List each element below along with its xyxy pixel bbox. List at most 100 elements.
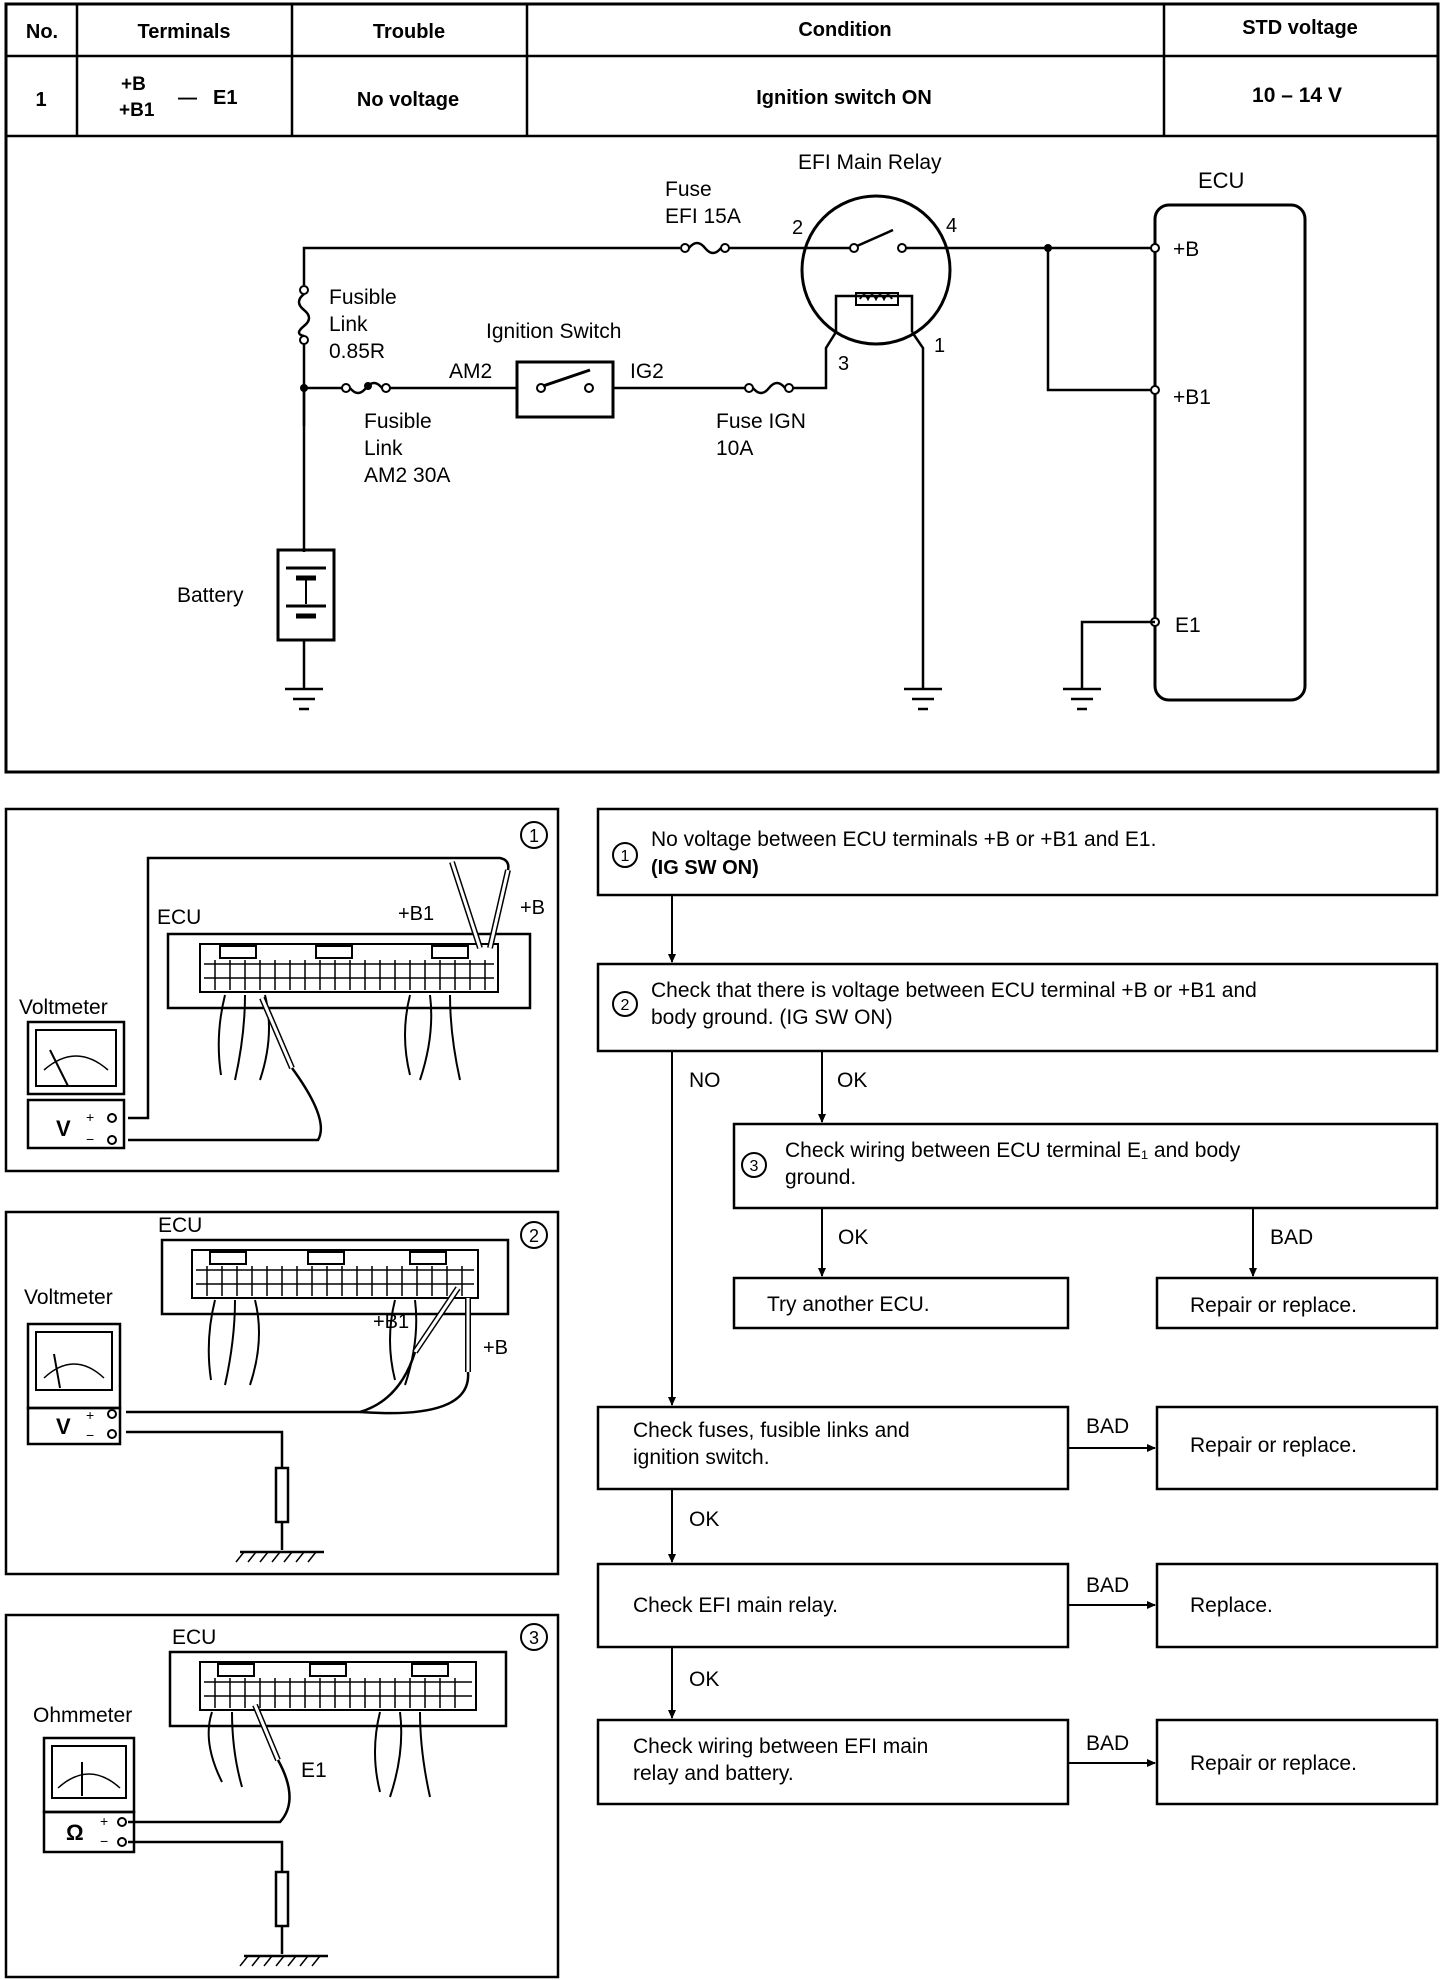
panel-2-plus: +: [86, 1407, 94, 1423]
flow-relay: Check EFI main relay.: [633, 1594, 838, 1617]
header-std-voltage: STD voltage: [1242, 17, 1358, 39]
flow-bad-label-1: BAD: [1270, 1226, 1313, 1249]
fusible-link-1-l2: Link: [329, 313, 368, 336]
panel-2-ecu-label: ECU: [158, 1214, 202, 1237]
flow-repair-box-3: [1155, 1718, 1439, 1806]
flow-ok-label-1: OK: [837, 1069, 867, 1092]
panel-1-b1-label: +B1: [398, 903, 434, 925]
flow-step-3-line-1: Check wiring between ECU terminal E₁ and…: [785, 1139, 1241, 1162]
spec-table: No. Terminals Trouble Condition STD volt…: [4, 2, 1440, 774]
fusible-link-2-l3: AM2 30A: [364, 464, 450, 487]
ecu-terminal-b1: +B1: [1173, 386, 1211, 409]
flow-fuses-line-1: Check fuses, fusible links and: [633, 1419, 910, 1442]
wiring-diagram: Fuse EFI 15A EFI Main Relay 2 4 3 1 ECU …: [177, 151, 1307, 711]
flow-wiring-line-2: relay and battery.: [633, 1762, 794, 1785]
fusible-link-1-l1: Fusible: [329, 286, 397, 309]
illustration-panel-2: 2 ECU +B1 +B Voltmeter V + −: [4, 1210, 560, 1576]
panel-1-number: 1: [529, 826, 539, 846]
relay-title: EFI Main Relay: [798, 151, 942, 174]
flow-step-1-line-2: (IG SW ON): [651, 857, 759, 879]
flow-bad-label-3: BAD: [1086, 1574, 1129, 1597]
flow-repair-3: Repair or replace.: [1190, 1752, 1357, 1775]
flow-bad-label-4: BAD: [1086, 1732, 1129, 1755]
panel-2-meter-label: Voltmeter: [24, 1286, 113, 1309]
flow-bad-label-2: BAD: [1086, 1415, 1129, 1438]
ignition-switch-symbol: [515, 360, 615, 419]
troubleshooting-flowchart: 1 No voltage between ECU terminals +B or…: [596, 807, 1439, 1806]
ignition-switch-label: Ignition Switch: [486, 320, 621, 343]
flow-step-2-box: [596, 962, 1439, 1053]
panel-2-b-label: +B: [483, 1337, 508, 1359]
flow-ok-label-4: OK: [689, 1668, 719, 1691]
panel-1-minus: −: [86, 1131, 94, 1147]
fuse-ign-symbol: [744, 381, 794, 395]
panel-2-minus: −: [86, 1427, 94, 1443]
panel-3-e1-label: E1: [301, 1759, 327, 1782]
flow-step-3-number: 3: [750, 1158, 759, 1175]
ecu-terminal-e1: E1: [1175, 614, 1201, 637]
flow-replace-box: [1155, 1562, 1439, 1649]
panel-3-ecu-label: ECU: [172, 1626, 216, 1649]
flow-step-2-number: 2: [621, 997, 630, 1014]
panel-1-meter-label: Voltmeter: [19, 996, 108, 1019]
fusible-link-am2-symbol: [341, 381, 391, 395]
fuse-ign-l2: 10A: [716, 437, 753, 460]
flow-step-1-line-1: No voltage between ECU terminals +B or +…: [651, 828, 1156, 851]
fuse-ign-l1: Fuse IGN: [716, 410, 806, 433]
relay-pin-1: 1: [934, 335, 945, 357]
fusible-link-1-l3: 0.85R: [329, 340, 385, 363]
fuse-efi-label: Fuse: [665, 178, 712, 201]
fusible-link-2-l1: Fusible: [364, 410, 432, 433]
panel-2-meter-symbol: V: [56, 1414, 71, 1439]
illustration-panel-3: 3 ECU E1 Ohmmeter Ω + −: [4, 1613, 560, 1979]
efi-main-relay-symbol: [800, 194, 952, 346]
header-trouble: Trouble: [373, 21, 445, 43]
panel-3-plus: +: [100, 1813, 108, 1829]
relay-pin-4: 4: [946, 215, 957, 237]
panel-3-meter-symbol: Ω: [66, 1820, 84, 1845]
battery-symbol: [276, 548, 336, 642]
relay-pin-3: 3: [838, 353, 849, 375]
row-terminal-dash: —: [178, 88, 197, 109]
flow-repair-2: Repair or replace.: [1190, 1434, 1357, 1457]
flow-step-2-line-2: body ground. (IG SW ON): [651, 1006, 893, 1029]
fusible-link-2-l2: Link: [364, 437, 403, 460]
row-condition: Ignition switch ON: [756, 87, 932, 109]
row-terminal-b: +B: [121, 74, 146, 95]
row-trouble: No voltage: [357, 89, 459, 111]
flow-no-label: NO: [689, 1069, 721, 1092]
panel-1-b-label: +B: [520, 897, 545, 919]
flow-ok-label-3: OK: [689, 1508, 719, 1531]
row-std-voltage: 10 – 14 V: [1252, 84, 1342, 107]
row-terminal-e1: E1: [213, 87, 237, 109]
flow-try-ecu-box: [732, 1276, 1070, 1330]
fusible-link-085r-symbol: [297, 285, 311, 345]
flow-step-1-number: 1: [621, 848, 630, 865]
flow-ok-label-2: OK: [838, 1226, 868, 1249]
panel-1-ecu-label: ECU: [157, 906, 201, 929]
relay-pin-2: 2: [792, 217, 803, 239]
flow-repair-1: Repair or replace.: [1190, 1294, 1357, 1317]
ecu-terminal-b: +B: [1173, 238, 1199, 261]
ecu-box: [1153, 203, 1307, 702]
panel-1-plus: +: [86, 1109, 94, 1125]
flow-step-3-box: [732, 1122, 1439, 1210]
fuse-efi-value: EFI 15A: [665, 205, 741, 228]
flow-wiring-line-1: Check wiring between EFI main: [633, 1735, 928, 1758]
flow-repair-box-2: [1155, 1405, 1439, 1491]
am2-label: AM2: [449, 360, 492, 383]
fuse-efi-symbol: [680, 241, 730, 255]
flow-try-ecu: Try another ECU.: [767, 1293, 930, 1316]
flow-step-1-box: [596, 807, 1439, 897]
header-condition: Condition: [798, 19, 891, 41]
row-terminal-b1: +B1: [119, 100, 155, 121]
panel-1-meter-symbol: V: [56, 1116, 71, 1141]
panel-3-minus: −: [100, 1833, 108, 1849]
header-no: No.: [26, 21, 58, 43]
ig2-label: IG2: [630, 360, 664, 383]
panel-3-meter-label: Ohmmeter: [33, 1704, 132, 1727]
flow-step-2-line-1: Check that there is voltage between ECU …: [651, 979, 1257, 1002]
illustration-panel-1: 1 ECU +B1 +B Voltmeter V + −: [4, 807, 560, 1173]
row-no: 1: [35, 89, 46, 111]
